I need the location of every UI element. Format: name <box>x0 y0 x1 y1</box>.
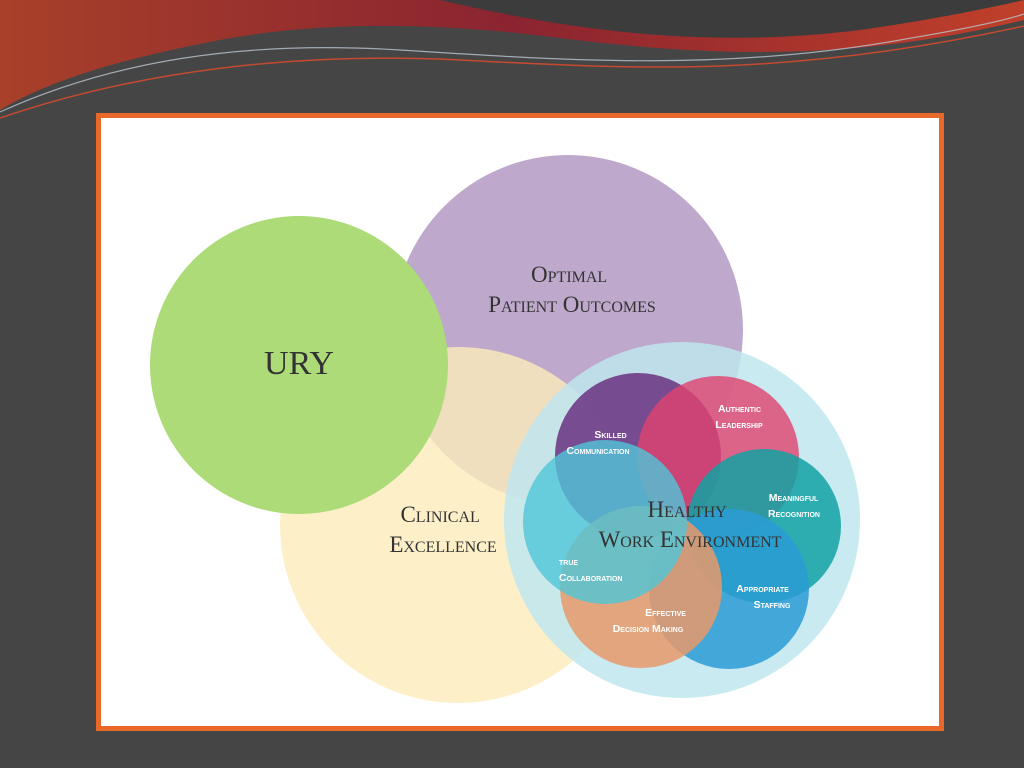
green-circle <box>150 216 448 514</box>
yellow-circle-label: Clinical Excellence <box>389 502 496 557</box>
header-wave-banner <box>0 0 1024 119</box>
banner-red-line <box>0 25 1024 119</box>
diagram-frame: URY Optimal Patient Outcomes Clinical Ex… <box>96 113 944 731</box>
healthy-work-environment-diagram: URY Optimal Patient Outcomes Clinical Ex… <box>150 155 860 703</box>
banner-dark-swoosh <box>440 0 1024 38</box>
effective-decision-making-label: Effective Decision Making <box>613 607 689 635</box>
true-collaboration-label: true Collaboration <box>559 556 622 584</box>
circle-true-collaboration <box>523 440 687 604</box>
banner-light-line <box>0 13 1024 113</box>
meaningful-recognition-label: Meaningful Recognition <box>768 492 821 520</box>
appropriate-staffing-label: Appropriate Staffing <box>736 583 792 611</box>
authentic-leadership-label: Authentic Leadership <box>715 403 764 431</box>
purple-circle-label: Optimal Patient Outcomes <box>488 262 656 317</box>
center-label: Healthy Work Environment <box>599 497 782 552</box>
green-circle-label: URY <box>264 345 334 382</box>
skilled-communication-label: Skilled Communication <box>566 429 629 457</box>
